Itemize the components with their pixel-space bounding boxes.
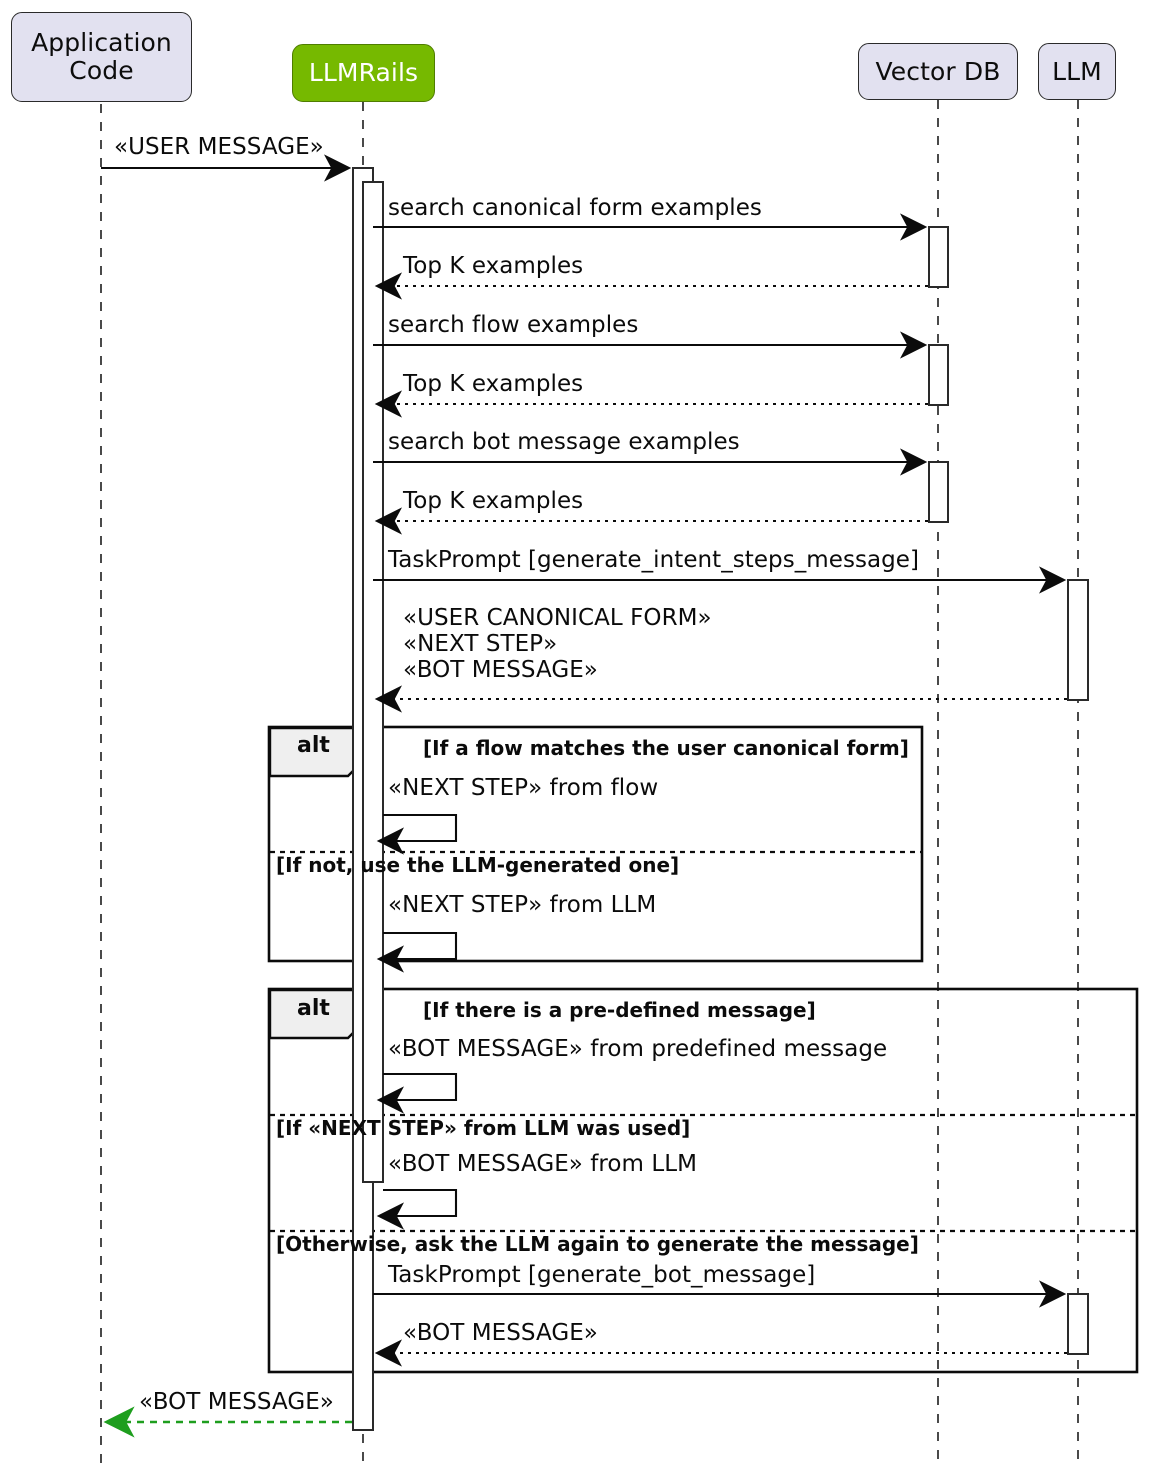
- message-label-topk-3: Top K examples: [403, 488, 584, 514]
- message-label-llm-intent-reply: «USER CANONICAL FORM» «NEXT STEP» «BOT M…: [403, 605, 712, 683]
- self-messages: [376, 813, 458, 1230]
- activation-vdb-2: [928, 344, 949, 406]
- activation-llm-2: [1067, 1293, 1089, 1355]
- activation-vdb-3: [928, 461, 949, 523]
- message-label-bot-message-llm: «BOT MESSAGE» from LLM: [388, 1151, 697, 1177]
- activation-vdb-1: [928, 226, 949, 288]
- message-label-bot-message-predefined: «BOT MESSAGE» from predefined message: [388, 1036, 888, 1062]
- llm-reply-line-3: «BOT MESSAGE»: [403, 657, 598, 683]
- message-label-topk-2: Top K examples: [403, 371, 584, 397]
- activation-bars: [352, 167, 1089, 1431]
- message-label-topk-1: Top K examples: [403, 253, 584, 279]
- messages: [101, 154, 1067, 1367]
- activation-llm-1: [1067, 579, 1089, 701]
- self-arrow-bot-message-llm: [376, 1188, 458, 1230]
- fragment-operator-alt-1: alt: [297, 733, 330, 758]
- self-arrow-next-step-flow: [376, 813, 458, 855]
- llm-reply-line-2: «NEXT STEP»: [403, 631, 558, 657]
- message-label-bot-message-to-app: «BOT MESSAGE»: [139, 1389, 334, 1415]
- fragment-alt-2: [267, 987, 1139, 1374]
- llm-reply-line-1: «USER CANONICAL FORM»: [403, 605, 712, 631]
- message-label-search-canonical: search canonical form examples: [388, 195, 762, 221]
- message-label-next-step-llm: «NEXT STEP» from LLM: [388, 892, 657, 918]
- participant-label-vector-db: Vector DB: [875, 56, 1001, 86]
- activation-rails-nested: [362, 181, 384, 1183]
- fragment-guard-alt-2-branch-1: [If there is a pre-defined message]: [423, 998, 816, 1022]
- message-label-next-step-flow: «NEXT STEP» from flow: [388, 775, 659, 801]
- participant-label-llmrails: LLMRails: [308, 58, 419, 87]
- message-label-llm-bot-message-reply: «BOT MESSAGE»: [403, 1320, 598, 1346]
- message-label-taskprompt-bot-message: TaskPrompt [generate_bot_message]: [388, 1262, 816, 1288]
- participant-llm[interactable]: LLM: [1038, 43, 1116, 100]
- message-label-search-flow: search flow examples: [388, 312, 639, 338]
- participant-label-line2: Code: [69, 56, 134, 85]
- message-label-taskprompt-intent: TaskPrompt [generate_intent_steps_messag…: [388, 547, 920, 573]
- fragment-guard-alt-2-branch-3: [Otherwise, ask the LLM again to generat…: [276, 1232, 919, 1256]
- participant-llmrails[interactable]: LLMRails: [292, 44, 435, 102]
- fragment-guard-alt-1-branch-1: [If a flow matches the user canonical fo…: [423, 736, 909, 760]
- fragment-operator-alt-2: alt: [297, 996, 330, 1021]
- self-arrow-bot-message-predefined: [376, 1072, 458, 1114]
- participant-label-line1: Application: [31, 28, 172, 57]
- fragment-guard-alt-1-branch-2: [If not, use the LLM-generated one]: [276, 853, 680, 877]
- participant-vector-db[interactable]: Vector DB: [858, 43, 1018, 100]
- message-label-search-bot-message: search bot message examples: [388, 429, 740, 455]
- participant-application-code[interactable]: Application Code: [11, 12, 192, 102]
- fragment-guard-alt-2-branch-2: [If «NEXT STEP» from LLM was used]: [276, 1116, 691, 1140]
- participant-label-llm: LLM: [1052, 56, 1102, 86]
- message-label-user-message: «USER MESSAGE»: [114, 134, 324, 160]
- self-arrow-next-step-llm: [376, 931, 458, 973]
